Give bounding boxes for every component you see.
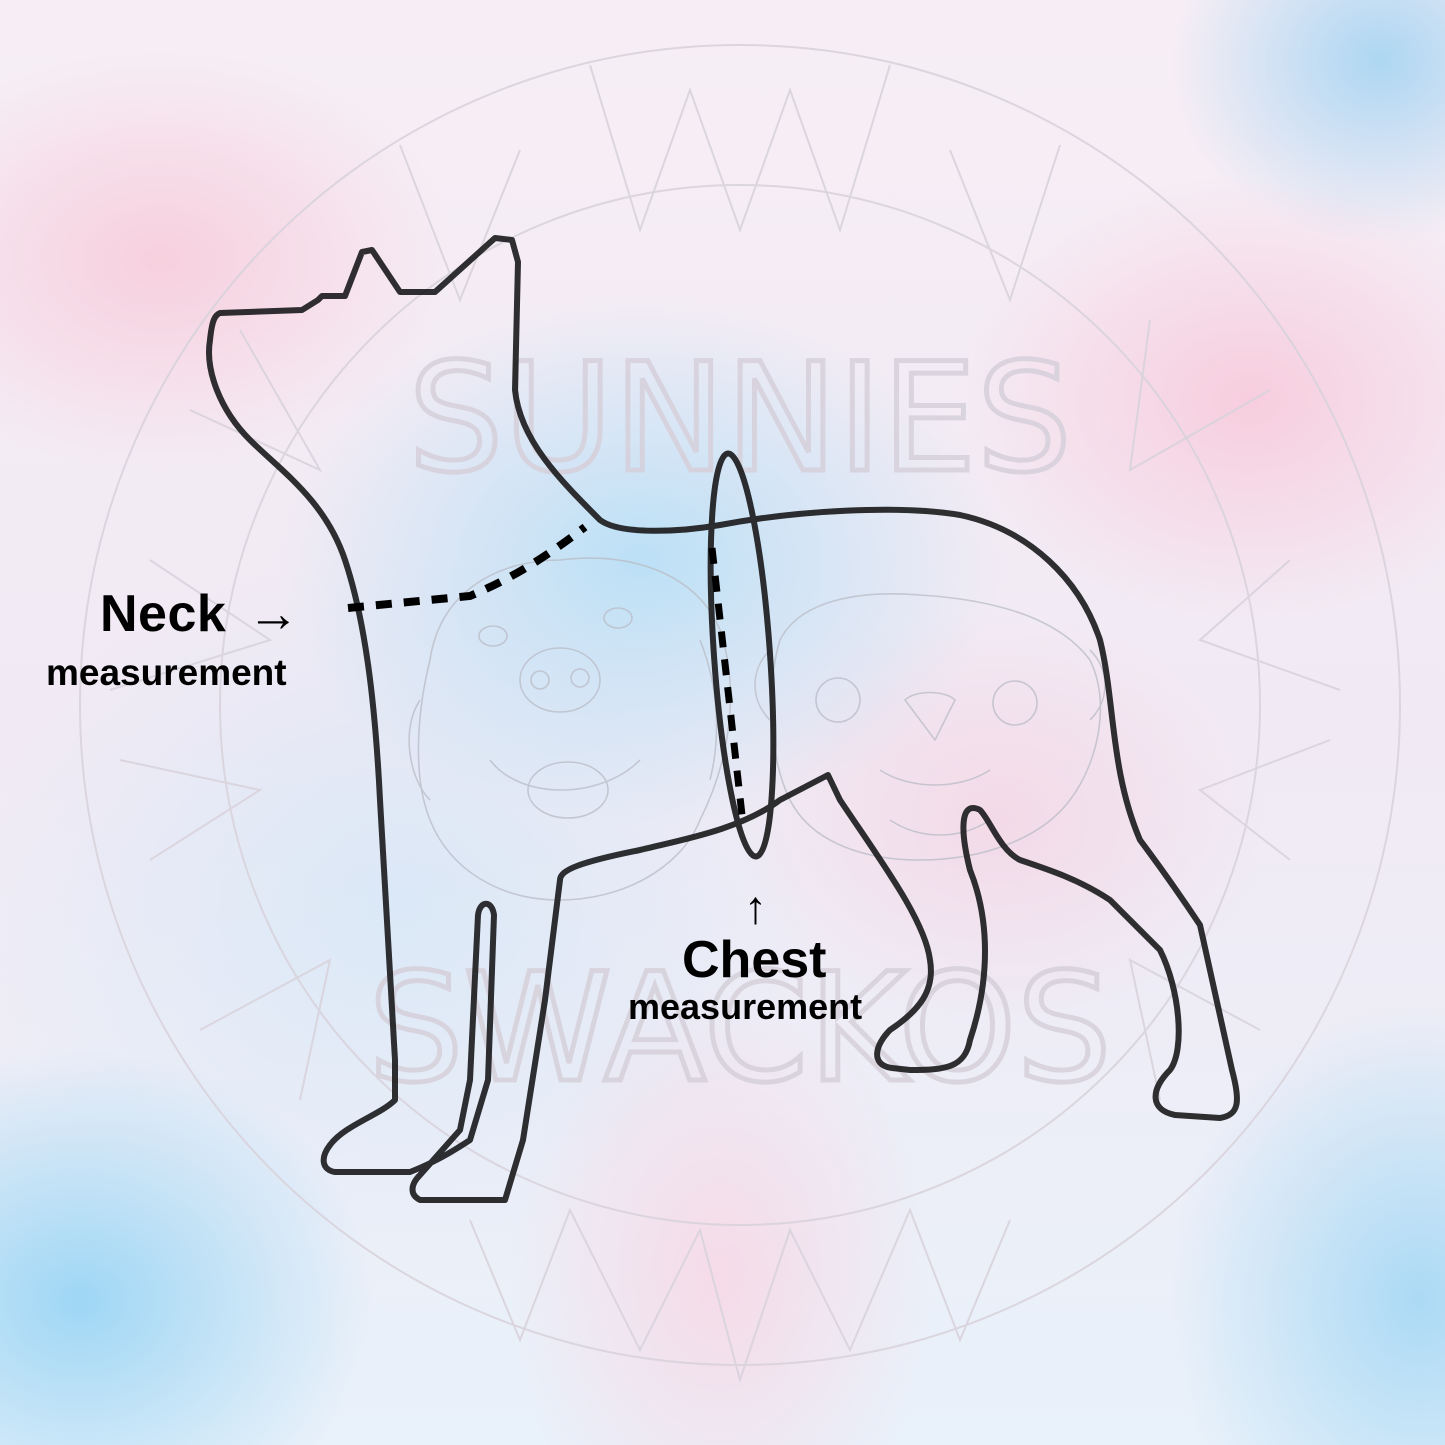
pug-face-sketch bbox=[754, 593, 1106, 861]
neck-label: Neck → bbox=[100, 584, 300, 644]
neck-label-title: Neck bbox=[100, 585, 227, 643]
chest-label-title: Chest bbox=[682, 931, 827, 989]
chest-label-subtitle: measurement bbox=[628, 986, 863, 1027]
neck-label-subtitle: measurement bbox=[46, 652, 287, 693]
retriever-face-sketch bbox=[408, 557, 732, 901]
arrow-up-icon: ↑ bbox=[744, 881, 767, 933]
arrow-right-icon: → bbox=[247, 585, 300, 643]
neck-measurement-line bbox=[347, 523, 588, 612]
